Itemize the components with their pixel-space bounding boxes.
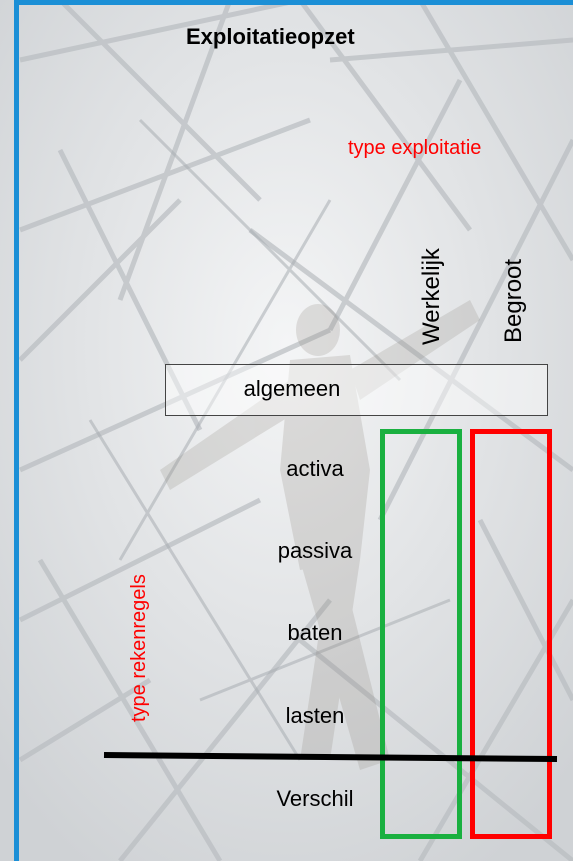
slide-title: Exploitatieopzet — [186, 24, 355, 49]
row-label-activa: activa — [286, 456, 344, 481]
column-box-begroot — [470, 429, 552, 839]
column-box-werkelijk — [380, 429, 462, 839]
row-label-verschil: Verschil — [276, 786, 354, 811]
row-label-passiva: passiva — [277, 538, 353, 563]
row-label-baten: baten — [287, 620, 343, 645]
row-label-lasten: lasten — [285, 703, 345, 728]
header-row-label: algemeen — [243, 376, 341, 401]
column-axis-label: type exploitatie — [348, 137, 482, 159]
algemeen-box — [165, 364, 548, 416]
